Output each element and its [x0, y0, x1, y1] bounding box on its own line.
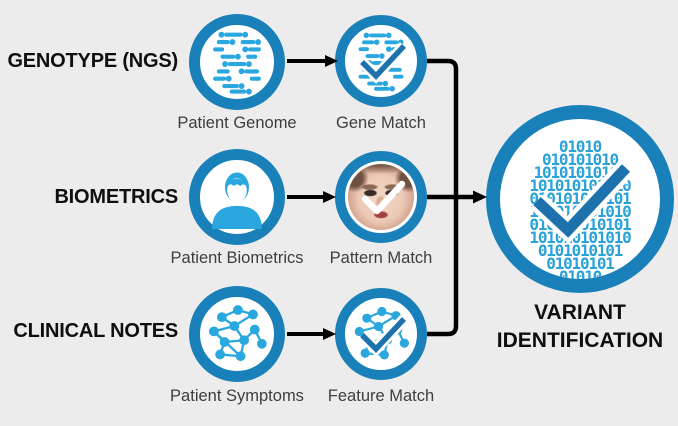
face-photo — [348, 164, 414, 230]
node-variant-identification: 01010 010101010 10101010101 101010101010… — [486, 105, 674, 293]
caption-pattern-match: Pattern Match — [329, 249, 433, 267]
caption-gene-match: Gene Match — [336, 114, 426, 132]
node-patient-symptoms — [189, 286, 285, 382]
network-icon — [209, 305, 267, 362]
category-label-biometrics: BIOMETRICS — [54, 186, 178, 208]
caption-feature-match: Feature Match — [327, 387, 435, 405]
caption-patient-genome: Patient Genome — [177, 114, 297, 132]
merge-bracket — [427, 58, 459, 337]
caption-patient-symptoms: Patient Symptoms — [170, 387, 304, 405]
dna-icon — [213, 31, 262, 95]
category-label-genotype: GENOTYPE (NGS) — [7, 50, 178, 72]
node-pattern-match — [335, 151, 427, 243]
category-label-clinical-notes: CLINICAL NOTES — [13, 320, 178, 342]
variant-identification-label: VARIANT IDENTIFICATION — [496, 301, 664, 352]
node-patient-biometrics — [189, 149, 285, 245]
dna-check-icon — [358, 32, 404, 92]
caption-patient-biometrics: Patient Biometrics — [170, 249, 304, 267]
node-gene-match — [335, 15, 427, 107]
node-feature-match — [335, 288, 427, 380]
node-patient-genome — [189, 14, 285, 110]
binary-head-icon: 01010 010101010 10101010101 101010101010… — [529, 137, 631, 286]
network-check-icon — [354, 306, 409, 360]
person-icon — [212, 169, 262, 229]
